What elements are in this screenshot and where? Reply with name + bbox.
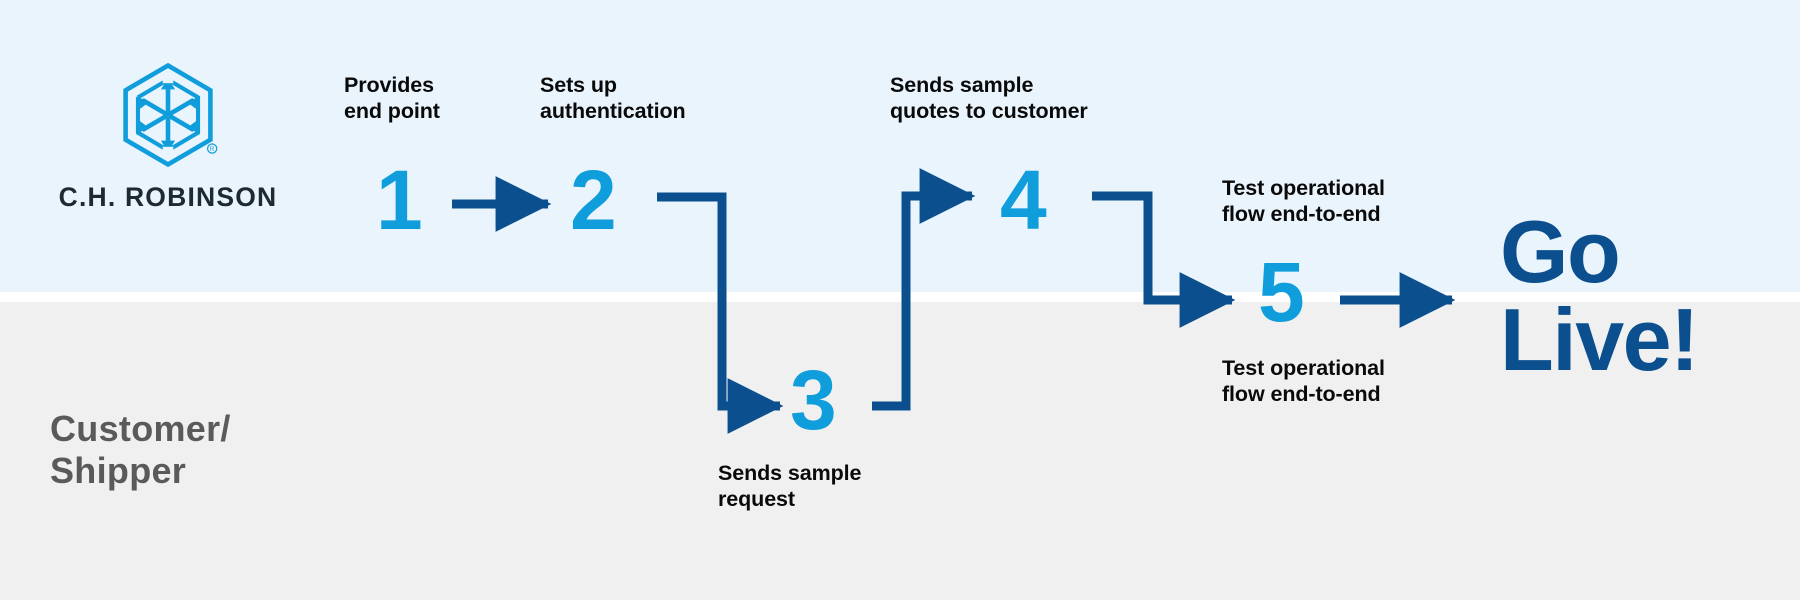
- svg-text:R: R: [210, 146, 215, 153]
- step-5-caption-top: Test operational flow end-to-end: [1222, 176, 1385, 227]
- step-number-4: 4: [1000, 153, 1047, 247]
- step-number-5: 5: [1258, 245, 1305, 339]
- chrobinson-logo: R C.H. ROBINSON: [48, 62, 288, 213]
- step-2-caption: Sets up authentication: [540, 73, 686, 124]
- go-live-line-2: Live!: [1500, 290, 1699, 389]
- step-number-3: 3: [790, 353, 837, 447]
- step-3-caption: Sends sample request: [718, 461, 862, 512]
- go-live-line-1: Go: [1500, 202, 1621, 301]
- go-live-label: Go Live!: [1500, 208, 1800, 384]
- chrobinson-hexagon-logo-icon: R: [123, 62, 218, 168]
- step-number-2: 2: [570, 153, 617, 247]
- chrobinson-wordmark: C.H. ROBINSON: [58, 182, 278, 212]
- step-number-1: 1: [376, 153, 423, 247]
- lane-label-customer-shipper: Customer/ Shipper: [50, 408, 231, 491]
- step-4-caption: Sends sample quotes to customer: [890, 73, 1088, 124]
- step-5-caption-bottom: Test operational flow end-to-end: [1222, 356, 1385, 407]
- step-1-caption: Provides end point: [344, 73, 440, 124]
